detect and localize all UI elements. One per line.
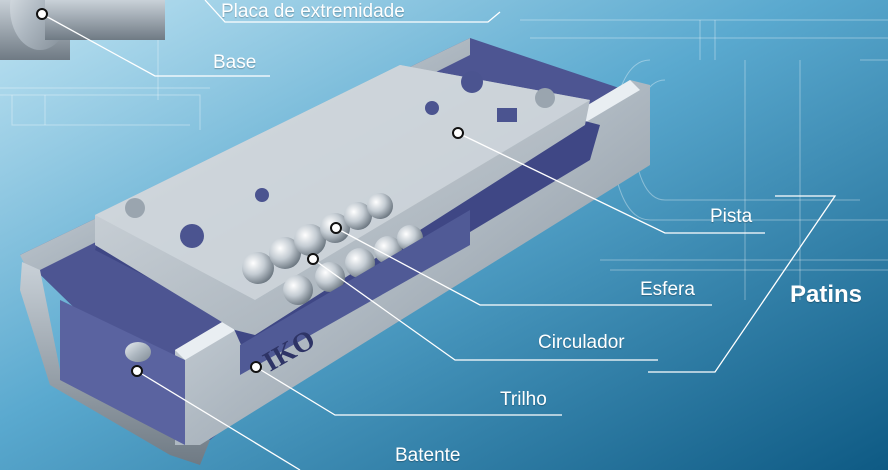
label-esfera: Esfera (640, 279, 695, 300)
label-patins: Patins (790, 281, 863, 308)
label-trilho: Trilho (500, 389, 547, 410)
circulador-leader (312, 258, 658, 361)
batente-leader (136, 370, 301, 470)
patins-bracket (648, 195, 837, 373)
placa-leader (204, 0, 501, 23)
pista-leader (457, 132, 765, 234)
label-base: Base (213, 52, 257, 73)
stopper-pin (125, 342, 151, 362)
trilho-leader (255, 366, 562, 416)
base-leader (41, 13, 270, 77)
label-batente: Batente (395, 445, 461, 466)
leader-lines (41, 0, 837, 470)
base-plate (95, 65, 590, 335)
esfera-leader (335, 227, 712, 306)
leader-dots (36, 8, 464, 377)
balls (242, 193, 423, 305)
label-circulador: Circulador (538, 332, 625, 353)
label-placa-de-extremidade: Placa de extremidade (221, 1, 405, 22)
track-front (240, 210, 470, 375)
label-pista: Pista (710, 206, 753, 227)
end-plate-fragment (0, 0, 165, 60)
